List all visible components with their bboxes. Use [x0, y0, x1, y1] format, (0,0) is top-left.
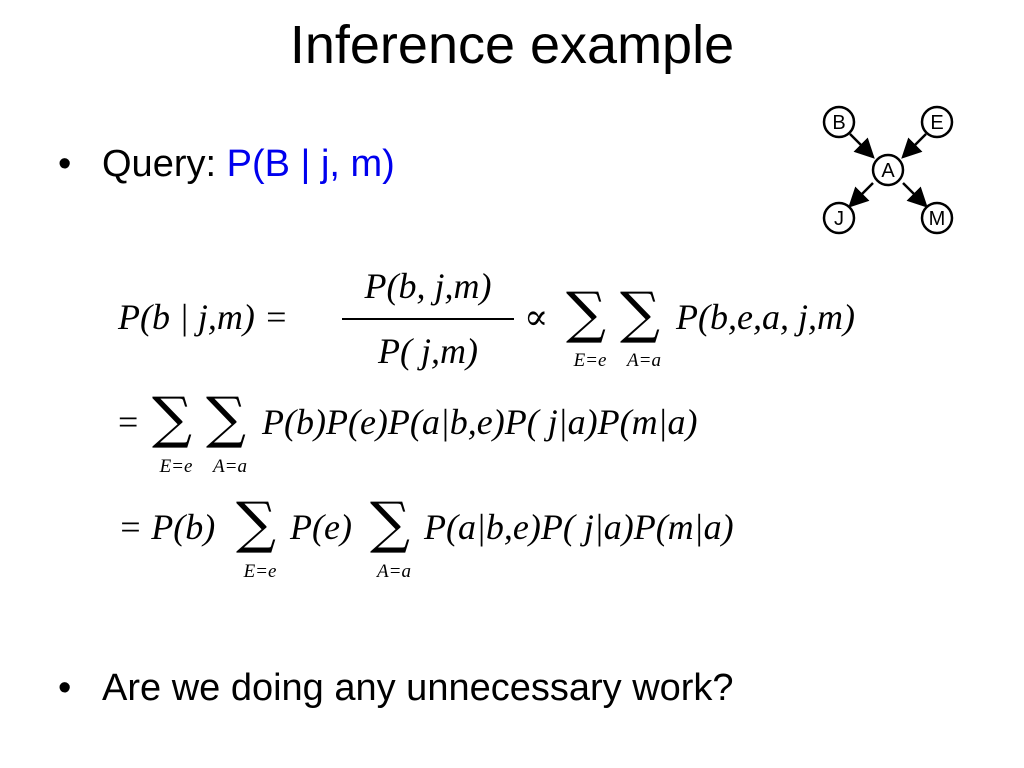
eq3-sub-a: A=a — [377, 561, 411, 582]
slide-title: Inference example — [289, 15, 735, 75]
bullet-label: Query: — [102, 143, 227, 185]
eq1-rhs: P(b,e,a, j,m) — [676, 297, 855, 337]
node-a: A — [871, 153, 905, 187]
edge-a-m — [902, 182, 928, 208]
eq3-part1: = P(b) — [118, 507, 216, 547]
eq1-sub-e: E=e — [573, 350, 607, 371]
node-j: J — [822, 201, 856, 235]
eq1-sigma-e: ∑ — [566, 281, 606, 346]
edge-e-a — [901, 133, 927, 159]
edge-b-a — [849, 133, 875, 159]
eq1-sigma-a: ∑ — [620, 281, 660, 346]
eq1-sub-a: A=a — [627, 350, 661, 371]
node-b: B — [822, 105, 856, 139]
eq2-sub-e: E=e — [159, 456, 193, 477]
node-m: M — [920, 201, 954, 235]
eq1-propto: ∝ — [524, 297, 549, 337]
eq2-sub-a: A=a — [213, 456, 247, 477]
bullet-query: • Query: P(B | j, m) — [58, 140, 395, 188]
eq2-equals: = — [118, 402, 139, 442]
bullet-label: Are we doing any unnecessary work? — [102, 667, 734, 709]
eq1-numerator: P(b, j,m) — [364, 266, 492, 306]
eq3-sub-e: E=e — [243, 561, 277, 582]
eq1-lhs: P(b | j,m) = — [118, 297, 289, 337]
edge-a-j — [848, 182, 874, 208]
eq3-sigma-a: ∑ — [370, 491, 410, 556]
bullet-marker: • — [58, 143, 72, 185]
bayes-network-diagram: B E A J M — [822, 105, 954, 235]
eq1-denominator: P( j,m) — [378, 331, 478, 371]
bullet-marker: • — [58, 667, 72, 709]
eq3-sigma-e: ∑ — [236, 491, 276, 556]
svg-text:E: E — [930, 112, 943, 134]
svg-text:M: M — [929, 208, 946, 230]
query-expression: P(B | j, m) — [226, 143, 395, 185]
eq2-rhs: P(b)P(e)P(a|b,e)P( j|a)P(m|a) — [262, 402, 698, 442]
eq3-part2: P(e) — [290, 507, 352, 547]
svg-text:J: J — [834, 208, 844, 230]
eq2-sigma-a: ∑ — [206, 386, 246, 451]
eq2-sigma-e: ∑ — [152, 386, 192, 451]
svg-text:A: A — [881, 160, 895, 182]
node-e: E — [920, 105, 954, 139]
bullet-unnecessary-work: • Are we doing any unnecessary work? — [58, 664, 734, 712]
eq1-fraction-bar — [342, 318, 514, 320]
svg-text:B: B — [832, 112, 845, 134]
eq3-part3: P(a|b,e)P( j|a)P(m|a) — [424, 507, 734, 547]
